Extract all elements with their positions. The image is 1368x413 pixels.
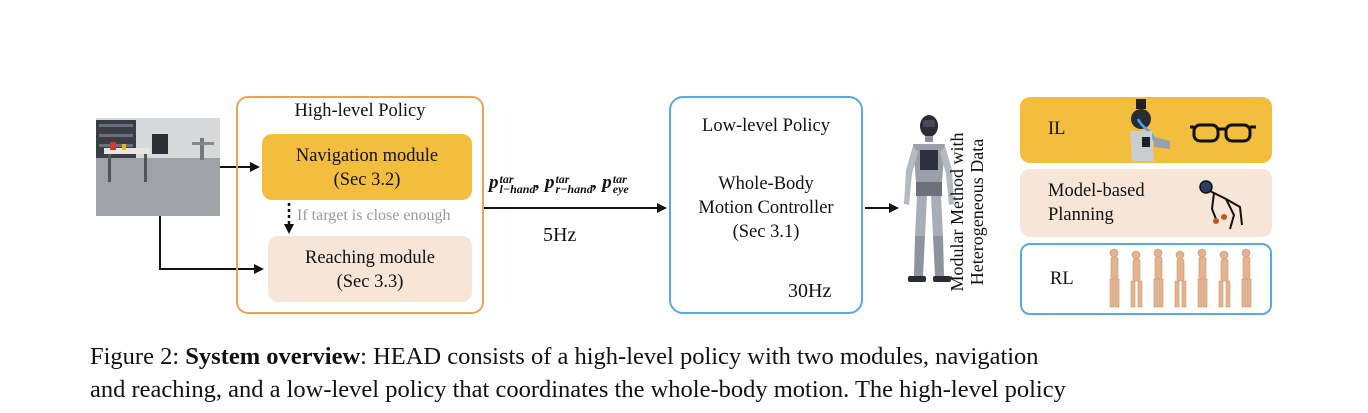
humanoid-robot-image — [904, 115, 954, 282]
low-level-frequency: 30Hz — [788, 280, 832, 302]
il-label: IL — [1048, 119, 1066, 139]
reaching-module: Reaching module (Sec 3.3) — [268, 236, 472, 302]
mbp-label-line2: Planning — [1048, 205, 1114, 225]
connector-arrows — [159, 162, 899, 274]
reaching-module-label: Reaching module — [305, 248, 435, 268]
photo-to-reach-arrow — [159, 216, 264, 274]
scene-photo — [96, 118, 220, 216]
modular-method-line2: Heterogeneous Data — [967, 138, 987, 286]
rl-method-box: RL — [1020, 243, 1272, 315]
vr-glasses-icon — [1190, 123, 1256, 143]
modular-method-line1: Modular Method with — [947, 132, 967, 292]
vr-robot-image — [1130, 99, 1170, 161]
caption-line1: Figure 2: System overview: HEAD consists… — [90, 340, 1280, 373]
high-level-frequency: 5Hz — [543, 224, 577, 246]
navigation-module: Navigation module (Sec 3.2) — [262, 134, 472, 200]
navigation-module-section: (Sec 3.2) — [333, 170, 401, 190]
high-level-policy-title: High-level Policy — [294, 101, 426, 121]
mbp-label: Model-based Planning — [1048, 179, 1145, 227]
controller-line2: Motion Controller — [698, 198, 834, 218]
caption-bold: System overview — [185, 343, 361, 370]
modular-method-label: Modular Method with Heterogeneous Data — [947, 117, 987, 307]
caption-prefix: Figure 2: — [90, 343, 186, 370]
reaching-module-section: (Sec 3.3) — [336, 272, 404, 292]
mbp-label-line1: Model-based — [1048, 181, 1145, 201]
il-method-box: IL — [1020, 97, 1272, 163]
figure-caption: Figure 2: System overview: HEAD consists… — [90, 340, 1280, 406]
rl-label: RL — [1050, 269, 1074, 289]
condition-label: If target is close enough — [297, 207, 451, 224]
low-level-policy-title: Low-level Policy — [702, 116, 830, 136]
caption-line2: and reaching, and a low-level policy tha… — [90, 376, 1066, 403]
low-level-policy-box — [669, 96, 863, 314]
scene-photo-drawing — [96, 118, 220, 216]
model-based-planning-box: Model-based Planning — [1020, 169, 1272, 237]
controller-section: (Sec 3.1) — [732, 222, 800, 242]
whole-body-controller: Whole-Body Motion Controller (Sec 3.1) — [669, 172, 863, 244]
rl-training-figures — [1109, 248, 1252, 308]
navigation-module-label: Navigation module — [295, 146, 439, 166]
high-level-policy-box — [236, 96, 484, 314]
stick-figure-icon — [1199, 180, 1243, 230]
caption-line1-rest: : HEAD consists of a high-level policy w… — [360, 343, 1039, 370]
controller-line1: Whole-Body — [718, 174, 814, 194]
